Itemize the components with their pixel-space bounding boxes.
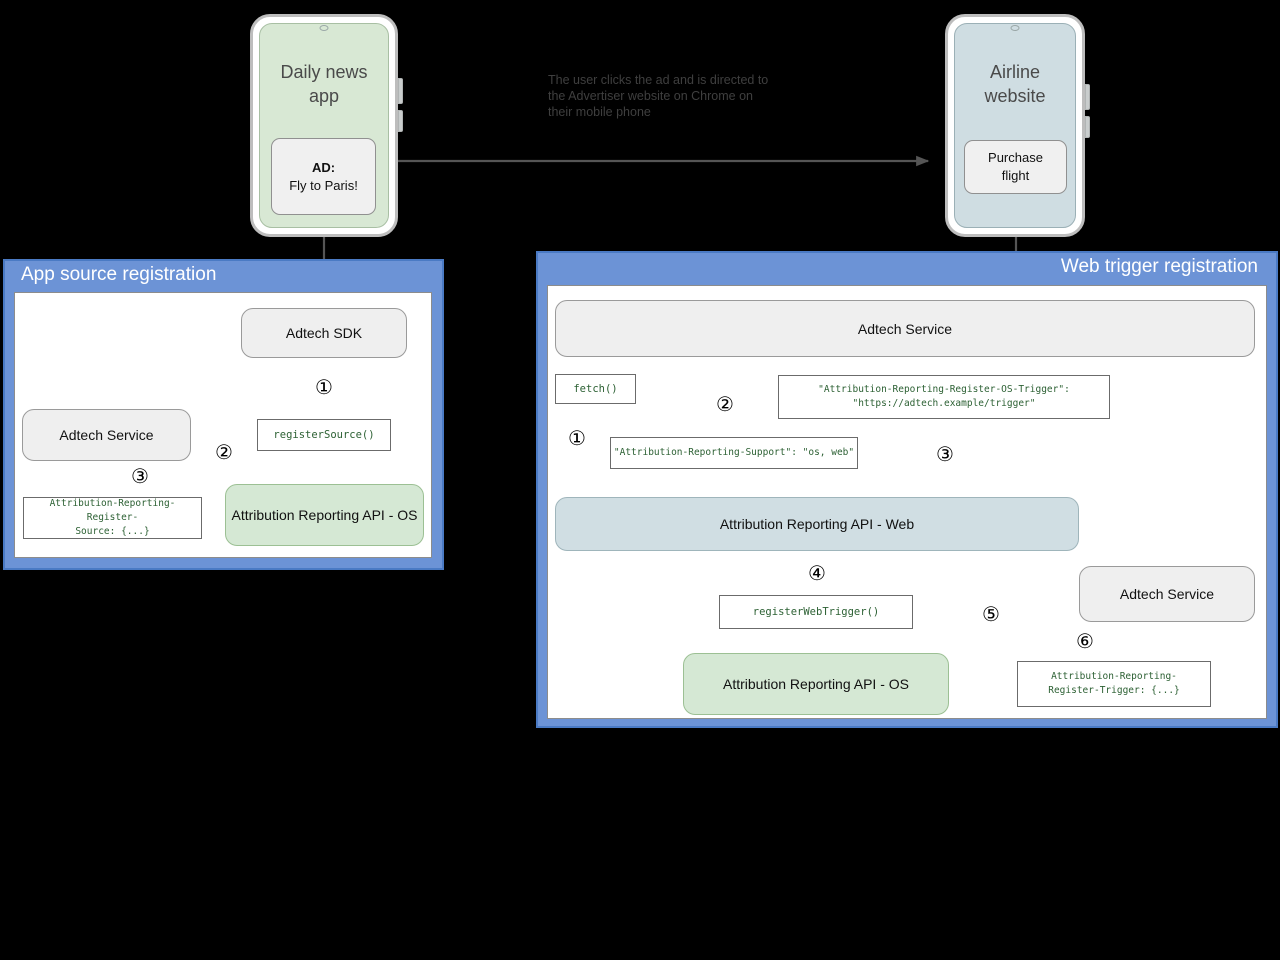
node-adtech-service-top-right[interactable]: Adtech Service xyxy=(555,300,1255,357)
step-marker-2-right: ② xyxy=(716,392,734,416)
code-fetch-text: fetch() xyxy=(573,382,618,395)
node-ar-api-os-right-label: Attribution Reporting API - OS xyxy=(723,676,909,692)
step-marker-4-right: ④ xyxy=(808,561,826,585)
code-attribution-reporting-support: "Attribution-Reporting-Support": "os, we… xyxy=(610,437,858,469)
node-adtech-service-top-right-label: Adtech Service xyxy=(857,320,953,337)
panel-app-source-title: App source registration xyxy=(21,264,217,285)
user-click-note: The user clicks the ad and is directed t… xyxy=(548,73,769,119)
phone-left: Daily news app AD: Fly to Paris! xyxy=(250,14,403,237)
phone-right-power-button xyxy=(1085,116,1090,138)
node-adtech-service-bottom-right[interactable]: Adtech Service xyxy=(1079,566,1255,622)
code-fetch: fetch() xyxy=(555,374,636,404)
step-marker-1-left: ① xyxy=(315,375,333,399)
phone-right-title: Airline website xyxy=(984,62,1046,106)
code-register-source: registerSource() xyxy=(257,419,391,451)
step-marker-3-left: ③ xyxy=(131,464,149,488)
code-register-source-text: registerSource() xyxy=(273,428,375,441)
code-register-source-header-text: Attribution-Reporting-Register- Source: … xyxy=(49,498,176,537)
node-adtech-service-left-label: Adtech Service xyxy=(59,427,154,443)
node-adtech-sdk-label: Adtech SDK xyxy=(285,325,363,341)
code-register-trigger-header: Attribution-Reporting- Register-Trigger:… xyxy=(1017,661,1211,707)
node-adtech-service-bottom-right-label: Adtech Service xyxy=(1119,586,1215,602)
phone-right-screen xyxy=(954,23,1076,228)
code-attribution-reporting-support-text: "Attribution-Reporting-Support": "os, we… xyxy=(613,447,855,458)
phone-left-power-button xyxy=(398,110,403,132)
step-marker-6-right: ⑥ xyxy=(1076,629,1094,653)
node-ar-api-os-right[interactable]: Attribution Reporting API - OS xyxy=(683,653,949,715)
purchase-flight-line2: flight xyxy=(1001,168,1030,183)
code-register-os-trigger: "Attribution-Reporting-Register-OS-Trigg… xyxy=(778,375,1110,419)
code-register-os-trigger-text: "Attribution-Reporting-Register-OS-Trigg… xyxy=(818,384,1070,409)
node-ar-api-os-left[interactable]: Attribution Reporting API - OS xyxy=(225,484,424,546)
phone-right-volume-button xyxy=(1085,84,1090,110)
step-marker-3-right: ③ xyxy=(936,442,954,466)
phone-left-volume-button xyxy=(398,78,403,104)
purchase-flight-button[interactable]: Purchase flight xyxy=(964,140,1067,194)
step-marker-2-left: ② xyxy=(215,440,233,464)
phone-left-title: Daily news app xyxy=(280,62,368,106)
phone-left-camera-icon xyxy=(319,25,329,31)
code-register-trigger-header-text: Attribution-Reporting- Register-Trigger:… xyxy=(1048,671,1180,696)
node-ar-api-web-label: Attribution Reporting API - Web xyxy=(719,516,915,532)
node-adtech-service-left[interactable]: Adtech Service xyxy=(22,409,191,461)
purchase-flight-line1: Purchase xyxy=(988,150,1043,165)
step-marker-5-right: ⑤ xyxy=(982,602,1000,626)
code-register-web-trigger-text: registerWebTrigger() xyxy=(752,605,880,618)
code-register-source-header: Attribution-Reporting-Register- Source: … xyxy=(23,497,202,539)
ad-card-label: AD: xyxy=(311,159,336,175)
code-register-web-trigger: registerWebTrigger() xyxy=(719,595,913,629)
node-ar-api-web[interactable]: Attribution Reporting API - Web xyxy=(555,497,1079,551)
node-ar-api-os-left-label: Attribution Reporting API - OS xyxy=(231,507,418,523)
phone-right-camera-icon xyxy=(1010,25,1020,31)
ad-card-fly-to-paris[interactable]: AD: Fly to Paris! xyxy=(271,138,376,215)
panel-web-trigger-title: Web trigger registration xyxy=(1060,256,1258,277)
ad-card-text: Fly to Paris! xyxy=(289,177,358,193)
node-adtech-sdk[interactable]: Adtech SDK xyxy=(241,308,407,358)
phone-right: Airline website Purchase flight xyxy=(945,14,1090,237)
step-marker-1-right: ① xyxy=(568,426,586,450)
